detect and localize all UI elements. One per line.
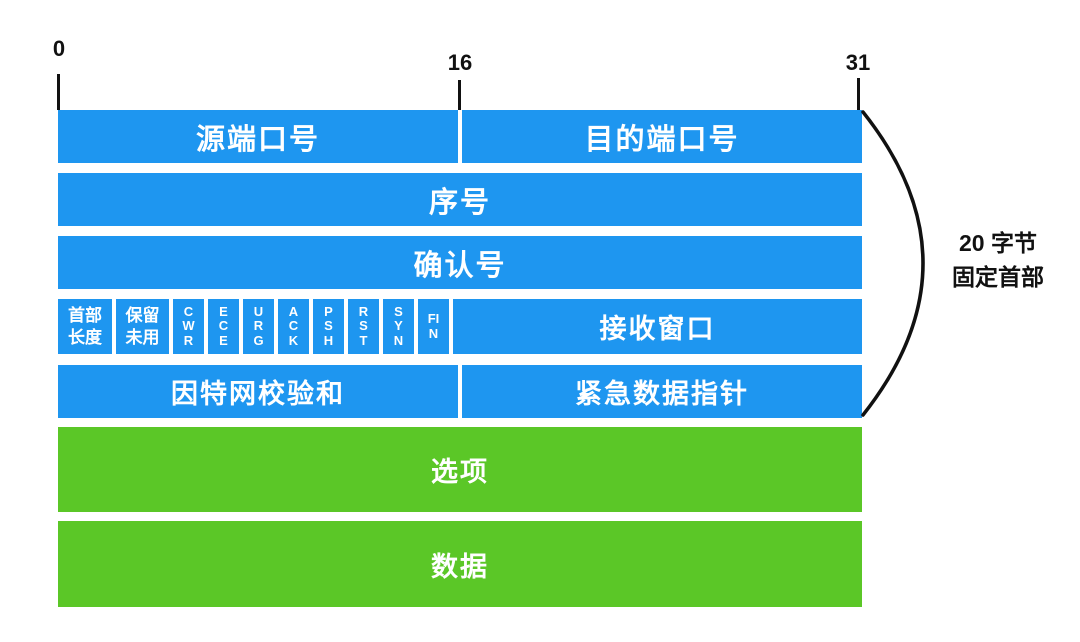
fixed-header-brace-arc	[861, 110, 925, 417]
flag-cwr: CWR	[173, 299, 204, 354]
fixed-header-annotation-line1: 20 字节	[959, 230, 1037, 256]
field-header-length-label: 首部 长度	[68, 306, 102, 347]
flag-rst: RST	[348, 299, 379, 354]
bit-label-16: 16	[447, 50, 473, 75]
bit-tick-31	[857, 78, 860, 110]
flag-psh: PSH	[313, 299, 344, 354]
flag-ece: ECE	[208, 299, 239, 354]
flag-fin: FIN	[418, 299, 449, 354]
field-receive-window-label: 接收窗口	[599, 314, 716, 344]
row-ports: 源端口号 目的端口号	[58, 110, 862, 163]
field-sequence-number-label: 序号	[428, 186, 491, 219]
row-data: 数据	[58, 521, 862, 607]
flag-syn: SYN	[383, 299, 414, 354]
field-options: 选项	[58, 427, 862, 512]
field-reserved-label: 保留 未用	[125, 306, 160, 347]
row-checksum: 因特网校验和 紧急数据指针	[58, 365, 862, 418]
row-ack: 确认号	[58, 236, 862, 289]
field-urgent-pointer: 紧急数据指针	[462, 365, 862, 418]
field-ack-number: 确认号	[58, 236, 862, 289]
field-checksum: 因特网校验和	[58, 365, 458, 418]
field-checksum-label: 因特网校验和	[171, 379, 345, 409]
field-options-label: 选项	[431, 457, 489, 487]
field-reserved: 保留 未用	[116, 299, 169, 354]
row-options: 选项	[58, 427, 862, 512]
field-data: 数据	[58, 521, 862, 607]
field-header-length: 首部 长度	[58, 299, 112, 354]
bit-tick-0	[57, 74, 60, 110]
field-dest-port-label: 目的端口号	[584, 123, 740, 156]
field-sequence-number: 序号	[58, 173, 862, 226]
row-sequence: 序号	[58, 173, 862, 226]
field-source-port-label: 源端口号	[195, 123, 320, 156]
field-receive-window: 接收窗口	[453, 299, 862, 354]
fixed-header-annotation: 20 字节 固定首部	[938, 226, 1058, 294]
bit-label-0: 0	[52, 36, 66, 61]
field-dest-port: 目的端口号	[462, 110, 862, 163]
flag-urg: URG	[243, 299, 274, 354]
bit-tick-16	[458, 80, 461, 110]
fixed-header-annotation-line2: 固定首部	[952, 264, 1044, 290]
field-urgent-pointer-label: 紧急数据指针	[575, 379, 749, 409]
field-ack-number-label: 确认号	[413, 249, 507, 282]
field-source-port: 源端口号	[58, 110, 458, 163]
flag-ack: ACK	[278, 299, 309, 354]
field-data-label: 数据	[431, 551, 489, 582]
row-flags: 首部 长度 保留 未用 CWR ECE URG ACK PSH RST SYN …	[58, 299, 862, 354]
bit-label-31: 31	[845, 50, 871, 75]
